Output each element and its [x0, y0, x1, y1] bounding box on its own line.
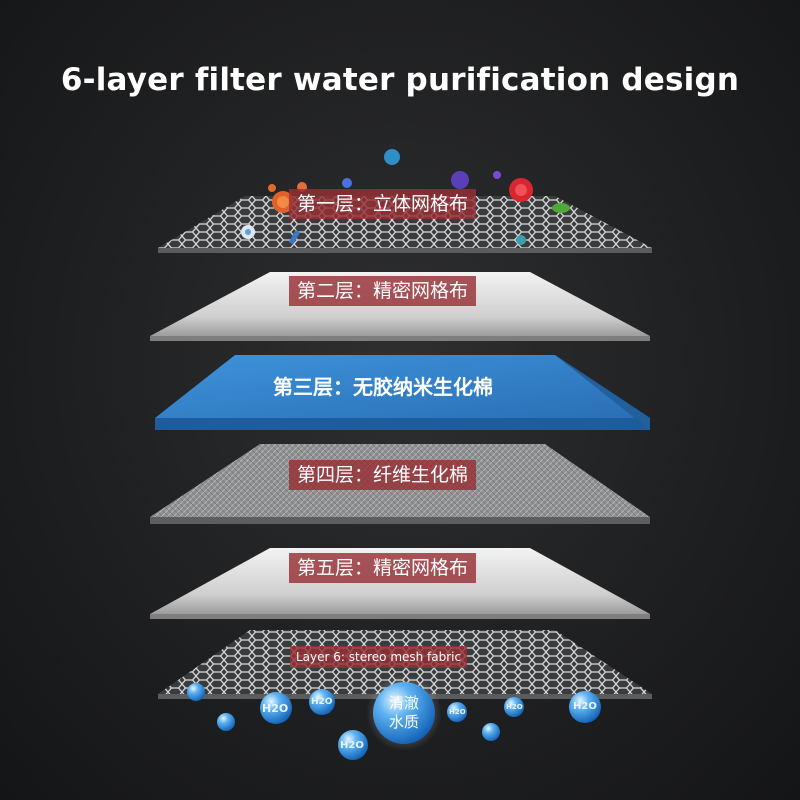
water-drops [187, 675, 601, 760]
h2o-label: H2O [573, 701, 597, 712]
h2o-label: H2O [262, 702, 289, 715]
h2o-label: H2O [449, 708, 466, 716]
layer-6-label: Layer 6: stereo mesh fabric [290, 646, 468, 668]
layer-1-stereo-mesh [158, 149, 652, 253]
layer-4-label: 第四层：纤维生化棉 [289, 460, 477, 490]
page-title: 6-layer filter water purification design [60, 62, 740, 98]
h2o-label: H2O [340, 740, 364, 751]
layer-5-label: 第五层：精密网格布 [289, 553, 477, 583]
layer-1-label: 第一层：立体网格布 [289, 189, 477, 219]
layer-3-label: 第三层：无胶纳米生化棉 [273, 375, 493, 399]
clear-water-quality-text: 清澈 水质 [388, 694, 419, 731]
h2o-label: H2O [506, 703, 523, 711]
h2o-label: H2O [311, 697, 333, 707]
layer-3-blue-foam [155, 355, 650, 430]
layer-2-label: 第二层：精密网格布 [289, 276, 477, 306]
